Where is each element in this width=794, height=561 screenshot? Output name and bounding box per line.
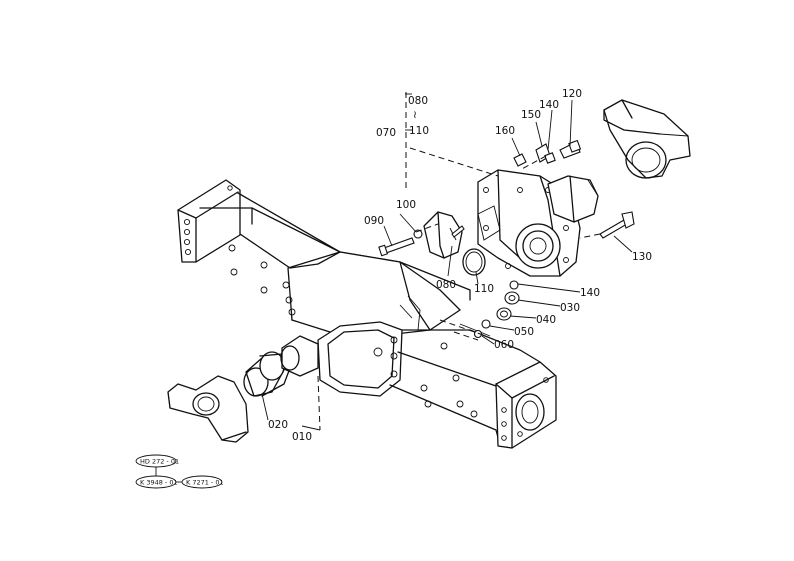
right-end-flange	[495, 361, 557, 449]
label-080-top: 080	[408, 95, 428, 107]
bolt-130	[599, 211, 635, 239]
ref-code-2: K 3948 - 01	[140, 479, 178, 487]
label-050: 050	[514, 326, 534, 338]
label-120: 120	[562, 88, 582, 100]
label-150: 150	[521, 109, 541, 121]
dashed-assembly-line-lower	[439, 319, 487, 337]
label-140: 140	[539, 99, 559, 111]
o-ring-110	[462, 248, 486, 276]
label-110: 110	[474, 283, 494, 295]
bracket-100	[423, 205, 501, 259]
label-010: 010	[292, 431, 312, 443]
label-130: 130	[632, 251, 652, 263]
o-ring-110-inner	[465, 251, 483, 273]
dashed-assembly-line-070-b	[409, 147, 499, 177]
label-040: 040	[536, 314, 556, 326]
nut-030	[504, 291, 520, 305]
washer-140-lower	[509, 280, 519, 290]
label-140-lower: 140	[580, 287, 600, 299]
label-070: 070	[376, 127, 396, 139]
bolt-090	[378, 237, 415, 257]
label-080: 080	[436, 279, 456, 291]
label-090: 090	[364, 215, 384, 227]
label-030: 030	[560, 302, 580, 314]
ref-code-1: HD 272 - 01	[140, 458, 179, 466]
center-gear-case	[477, 169, 599, 277]
housing-stub	[280, 335, 319, 377]
bolt-150	[535, 143, 556, 164]
label-110-top: 110	[409, 125, 429, 137]
leader-lines	[261, 93, 633, 431]
part-labels: 080 ≀ 070 110 160 150 140 120 130 100 09…	[268, 88, 652, 443]
left-end-flange	[177, 179, 241, 263]
label-060: 060	[494, 339, 514, 351]
label-tilde: ≀	[413, 109, 417, 121]
reference-codes: HD 272 - 01 K 3948 - 01 K 7271 - 01	[135, 454, 224, 489]
pin	[451, 225, 465, 238]
bolt-120	[559, 139, 582, 159]
label-020: 020	[268, 419, 288, 431]
label-160: 160	[495, 125, 515, 137]
lower-left-bracket	[167, 375, 249, 443]
washer-050	[481, 319, 491, 329]
label-100: 100	[396, 199, 416, 211]
dashed-assembly-line-010	[317, 375, 321, 431]
ref-code-3: K 7271 - 01	[186, 479, 224, 487]
upper-right-bracket	[603, 99, 691, 179]
plug-040	[496, 307, 512, 321]
